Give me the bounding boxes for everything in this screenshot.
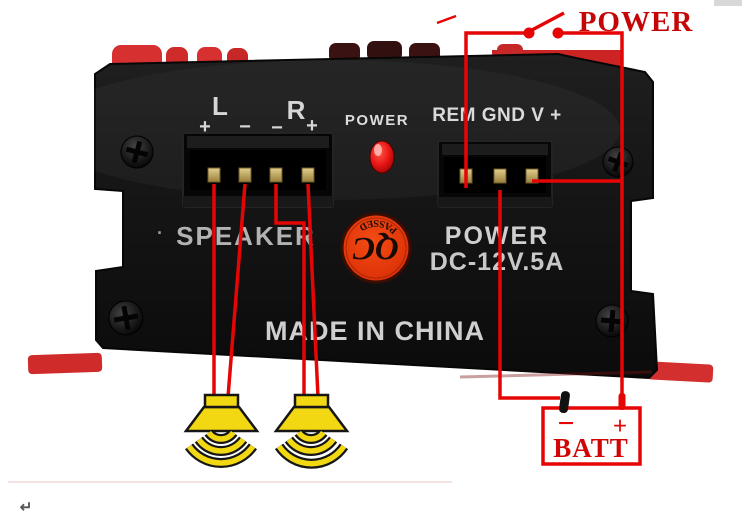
- speaker-sound-waves: [274, 429, 349, 469]
- wire-left-minus: [226, 183, 247, 398]
- label-terminal-3: −: [271, 117, 283, 139]
- led-highlight: [374, 144, 382, 156]
- wave: [206, 430, 236, 442]
- label-left-channel: L: [212, 91, 228, 121]
- pin-gnd: [493, 168, 507, 184]
- label-speaker: SPEAKER: [176, 221, 316, 251]
- connector-bevel: [442, 144, 548, 155]
- power-switch-symbol: [436, 11, 565, 39]
- label-speaker-dot: ·: [157, 223, 163, 243]
- battery-minus-terminal: [559, 391, 570, 414]
- battery-symbol: − + BATT: [541, 391, 642, 466]
- connector-lip: [183, 196, 333, 207]
- battery-minus-label: −: [557, 407, 574, 440]
- switch-contact-left: [523, 27, 535, 39]
- screw-cross: [113, 305, 139, 331]
- label-terminal-4: +: [306, 115, 318, 137]
- led-dome: [369, 140, 395, 174]
- fin-right-bottom: [647, 361, 714, 383]
- screw-bottom-left-icon: [108, 300, 144, 336]
- battery-plus-label: +: [613, 413, 627, 440]
- corner-artifact: [714, 0, 742, 6]
- wave: [196, 437, 246, 454]
- label-terminal-2: −: [239, 116, 251, 138]
- screw-bottom-right-icon: [595, 304, 629, 338]
- switch-stray-tick: [436, 14, 457, 25]
- fin-left-bottom: [27, 352, 103, 375]
- screw-cross: [125, 140, 149, 164]
- pin-r-plus: [301, 167, 315, 183]
- label-terminal-1: +: [199, 116, 211, 138]
- wave: [296, 430, 326, 442]
- return-mark: ↵: [20, 499, 33, 516]
- connector-pins: [207, 167, 315, 183]
- label-power-rating-1: POWER: [445, 222, 549, 250]
- wiring-overlay: [212, 31, 624, 400]
- speaker-icon-right: [273, 393, 350, 469]
- wire-right-minus: [274, 184, 306, 397]
- label-right-channel: R: [287, 95, 306, 125]
- label-power-led: POWER: [345, 112, 409, 129]
- wave: [276, 444, 347, 467]
- wire-switch-to-batt-plus: [558, 31, 624, 394]
- speaker-magnet: [293, 393, 330, 409]
- wire-gnd-to-batt-minus: [498, 190, 560, 400]
- pin-r-minus: [269, 167, 283, 183]
- speaker-cone: [183, 405, 260, 433]
- wire-right-plus: [306, 183, 320, 398]
- power-switch-title: POWER: [579, 6, 694, 38]
- panel-labels: L R + − − + POWER REM GND V + · SPEAKER …: [157, 91, 565, 346]
- screw-top-left-icon: [120, 135, 154, 169]
- sticker-disc: [340, 212, 412, 284]
- fin-dark: [367, 41, 402, 61]
- speaker-magnet: [203, 393, 240, 409]
- battery-label: BATT: [553, 433, 629, 463]
- pin-l-minus: [238, 167, 252, 183]
- connector-pins: [459, 168, 539, 184]
- speaker-icon-left: [183, 393, 260, 468]
- sticker-qc-text: QC: [352, 230, 399, 266]
- pin-l-plus: [207, 167, 221, 183]
- connector-bevel: [187, 136, 329, 148]
- speaker-cone: [273, 405, 350, 433]
- screw-cross: [600, 309, 624, 333]
- label-power-rating-2: DC-12V.5A: [430, 248, 565, 276]
- switch-lever: [531, 11, 565, 32]
- battery-box: [541, 406, 642, 466]
- label-made-in-china: MADE IN CHINA: [265, 316, 485, 346]
- wave: [286, 437, 336, 454]
- speaker-sound-waves: [185, 429, 257, 468]
- sticker-ring: [345, 217, 407, 279]
- connector-lip: [438, 197, 552, 207]
- label-rem-gnd-v: REM GND V +: [432, 105, 562, 126]
- power-connector: [437, 140, 553, 208]
- qc-passed-sticker: QC PASSED: [340, 212, 412, 284]
- battery-plus-terminal: [618, 393, 626, 410]
- red-edge-smear: [459, 370, 653, 379]
- switch-contact-right: [552, 27, 564, 39]
- wire-rem-to-switch: [464, 31, 529, 188]
- wave: [186, 444, 256, 466]
- speaker-connector: [182, 132, 334, 208]
- power-led: [369, 140, 395, 174]
